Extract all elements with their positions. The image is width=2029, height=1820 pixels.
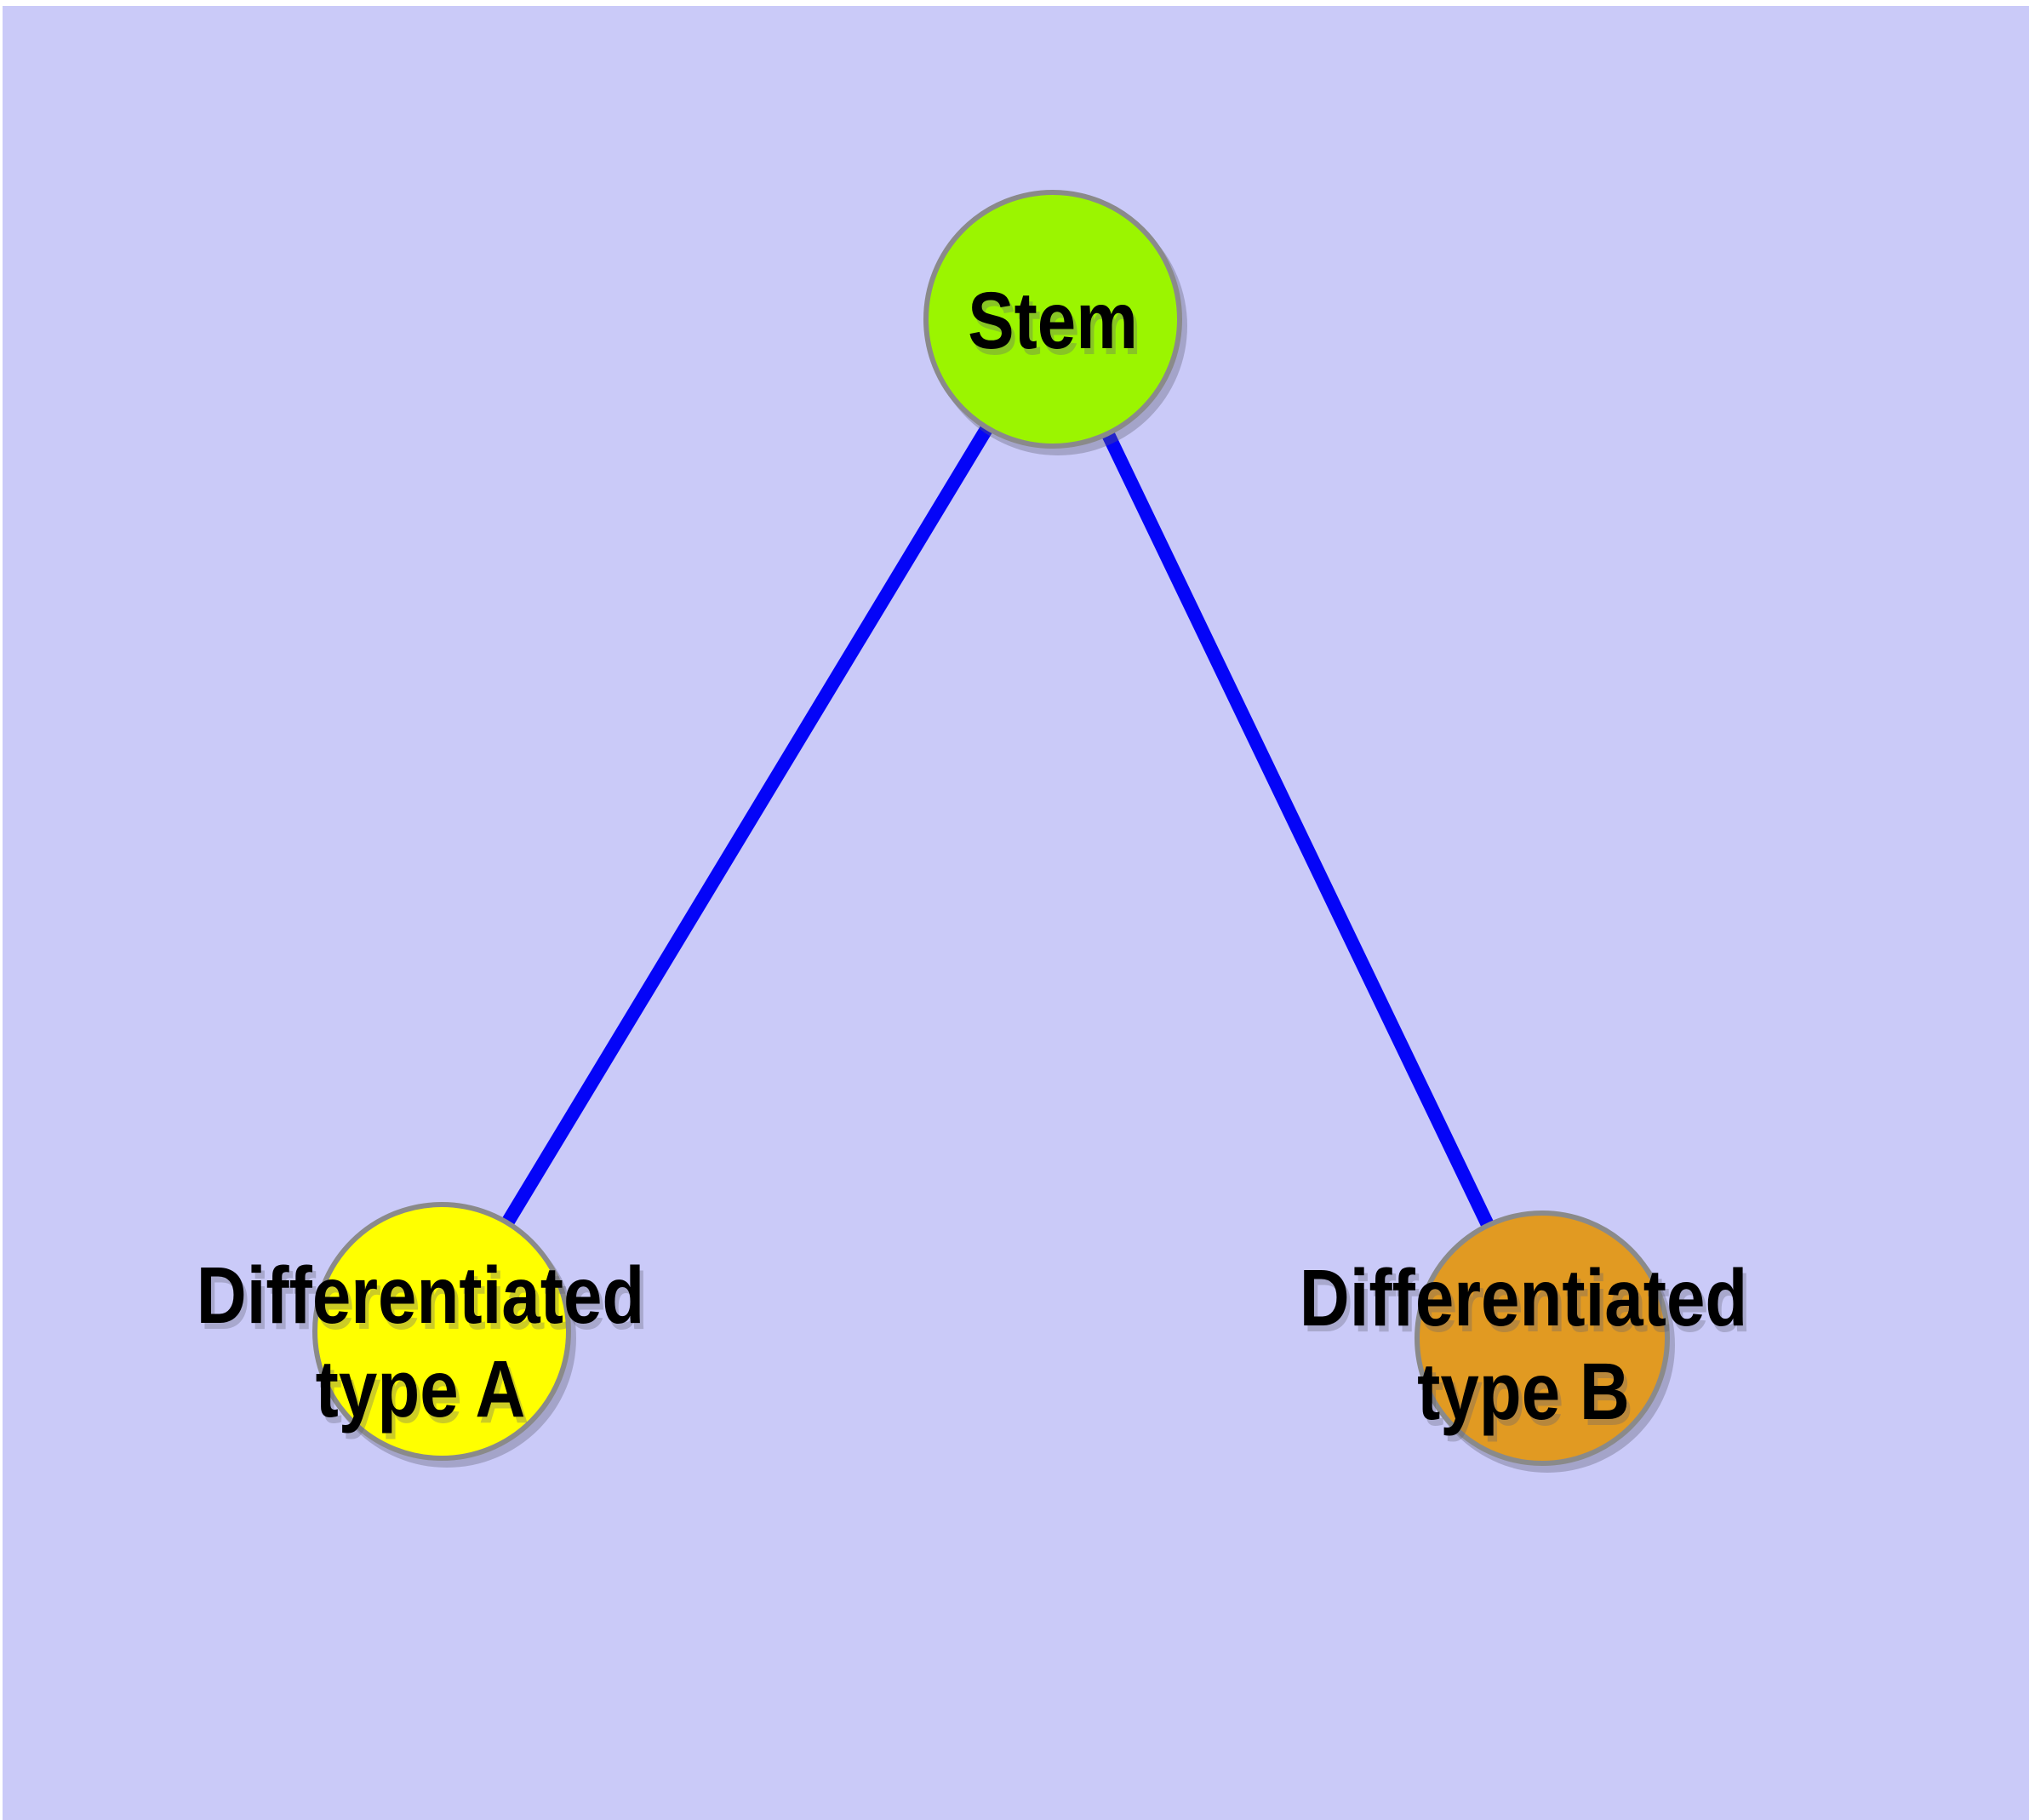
node-stem[interactable] (923, 190, 1182, 449)
node-label-stem: Stem (968, 274, 1138, 368)
node-label-differentiated-type-b: Differentiated type B (1300, 1251, 1748, 1439)
node-label-line: Stem (968, 276, 1138, 366)
node-label-line: type A (315, 1344, 526, 1434)
edge-stem-to-differentiated-type-a (436, 315, 1059, 1336)
node-differentiated-type-b[interactable] (1415, 1210, 1670, 1466)
node-label-differentiated-type-a: Differentiated type A (197, 1249, 645, 1436)
node-differentiated-type-a[interactable] (312, 1202, 571, 1461)
node-label-line: Differentiated (1299, 1253, 1748, 1343)
edge-stem-to-differentiated-type-b (1046, 316, 1549, 1342)
node-label-line: Differentiated (196, 1251, 645, 1341)
page-margin-top (0, 0, 2029, 6)
node-label-line: type B (1417, 1347, 1630, 1437)
page-margin-left (0, 0, 3, 1820)
